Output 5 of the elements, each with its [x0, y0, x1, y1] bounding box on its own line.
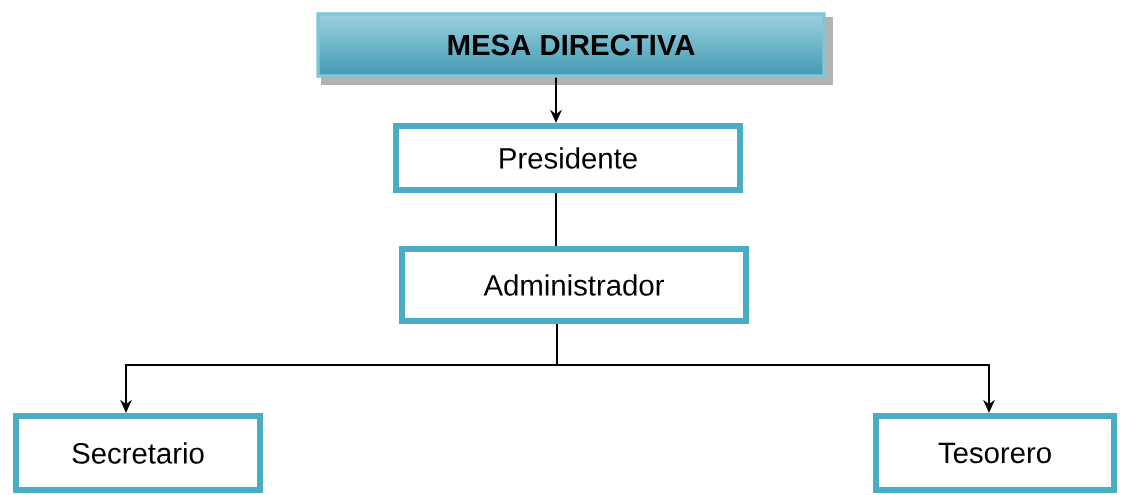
org-box: Presidente	[393, 123, 743, 193]
org-box: MESA DIRECTIVA	[316, 12, 826, 78]
org-box: Secretario	[13, 413, 263, 493]
org-box: Tesorero	[873, 413, 1117, 493]
org-box: Administrador	[399, 246, 749, 324]
